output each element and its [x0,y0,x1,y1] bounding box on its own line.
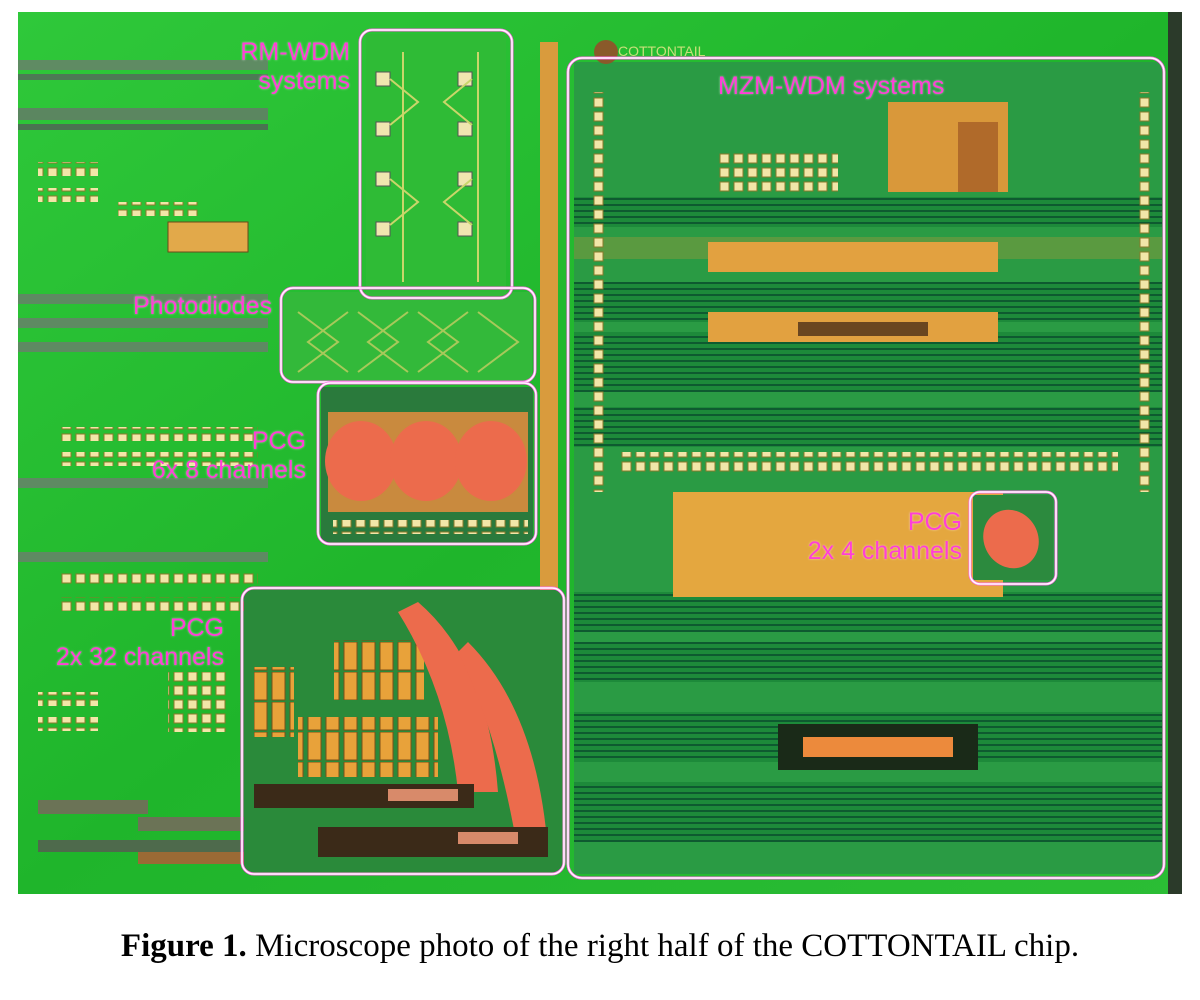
label-rm-wdm-line1: RM-WDM [240,38,350,66]
label-pcg-6x8-line1: PCG [251,427,306,455]
label-pcg-2x32-line1: PCG [169,614,224,642]
pcg-2x32-gratings [244,590,562,872]
chip-marking: COTTONTAIL [618,43,706,59]
annotation-boxes [240,28,1166,880]
central-bus [540,42,558,622]
pcg-2x4-grating [973,495,1053,580]
left-bond-pads [38,162,258,732]
label-pcg-2x32: PCG 2x 32 channels [20,614,224,672]
figure-caption-text: Microscope photo of the right half of th… [255,928,1080,964]
mzm-wdm-region [574,62,1162,874]
figure-caption: Figure 1. Microscope photo of the right … [0,928,1200,965]
chip-edge [1168,12,1182,894]
figure-number: Figure 1. [120,928,247,964]
label-pcg-2x32-line2: 2x 32 channels [55,643,224,671]
left-waveguide-bundles [18,60,268,864]
label-rm-wdm: RM-WDM systems [180,38,350,96]
pcg-6x8-gratings [321,387,533,542]
label-pcg-2x4-line1: PCG [907,508,962,536]
label-pcg-6x8: PCG 6x 8 channels [100,427,306,485]
logo-mark [594,40,618,64]
chip-microscope-photo: COTTONTAIL [18,12,1182,894]
label-rm-wdm-line2: systems [258,67,350,95]
label-pcg-6x8-line2: 6x 8 channels [151,456,306,484]
label-photodiodes: Photodiodes [132,292,272,320]
label-mzm-wdm: MZM-WDM systems [718,72,945,100]
rm-wdm-rings [366,34,506,292]
photodiode-fans [284,292,532,380]
label-pcg-2x4: PCG 2x 4 channels [770,508,962,566]
label-pcg-2x4-line2: 2x 4 channels [807,537,962,565]
